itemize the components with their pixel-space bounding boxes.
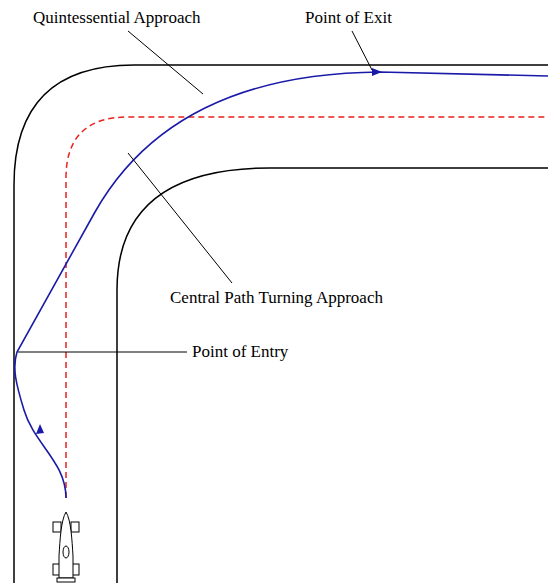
leader-line	[128, 31, 203, 94]
label-box: Central Path Turning Approach	[170, 288, 383, 308]
direction-arrow	[36, 424, 44, 434]
callout-label: Point of Entry	[192, 342, 288, 361]
callout-label: Quintessential Approach	[33, 8, 201, 27]
callout-label: Central Path Turning Approach	[170, 288, 383, 307]
leader-line	[18, 352, 187, 353]
label-box: Point of Exit	[305, 8, 392, 28]
direction-arrow	[372, 68, 382, 76]
label-box: Quintessential Approach	[33, 8, 201, 28]
outer-track-edge	[14, 65, 548, 583]
leader-line	[352, 31, 372, 70]
inner-track-edge	[117, 168, 548, 583]
race-car-icon	[53, 512, 79, 582]
ideal-racing-line	[15, 72, 548, 498]
leader-line	[128, 153, 232, 283]
central-path	[66, 117, 548, 498]
label-box: Point of Entry	[192, 342, 288, 362]
callout-label: Point of Exit	[305, 8, 392, 27]
